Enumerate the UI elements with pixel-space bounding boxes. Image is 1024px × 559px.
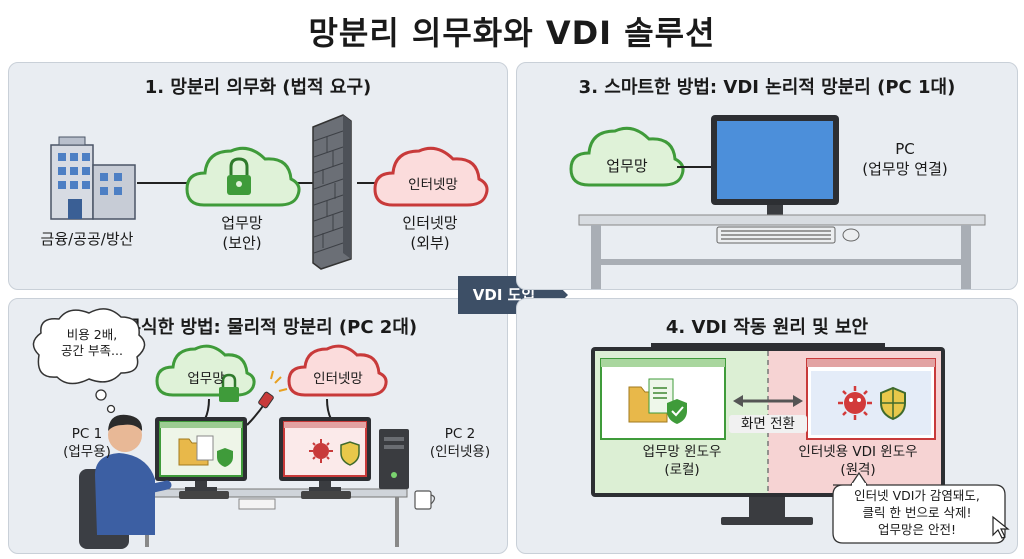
panel-vdi-principle-illustration [591,343,1010,544]
vdi-window-label: 인터넷용 VDI 윈도우 (원격) [798,444,918,478]
switch-arrows-icon [733,395,803,407]
monitor-icon-pc1 [155,417,247,491]
person-icon [79,414,172,549]
monitor-icon-pc2 [279,417,371,491]
thought-text: 비용 2배, 공간 부족... [61,327,123,358]
panel-mandate-title: 1. 망분리 의무화 (법적 요구) [144,77,372,98]
panel-vdi-logical: 3. 스마트한 방법: VDI 논리적 망분리 (PC 1대) [516,62,1018,290]
virus-icon [838,386,872,420]
panel-physical: 2. 무식한 방법: 물리적 망분리 (PC 2대) [8,298,508,554]
business-window-label: 업무망 윈도우 (로컬) [642,444,722,478]
panel-vdi-logical-illustration [569,115,986,289]
business-cloud-text-2: 업무망 [187,371,225,387]
internet-cloud-text: 인터넷망 [408,177,458,193]
page-title: 망분리 의무화와 VDI 솔루션 [308,14,716,52]
vdi-window [806,358,936,440]
thought-bubble [32,308,146,414]
building-label: 금융/공공/방산 [40,230,134,248]
pc-label: PC (업무망 연결) [862,140,948,178]
tower-pc-icon [379,429,409,489]
monitor-icon-main [711,115,839,220]
keyboard-icon-main [716,226,836,244]
lock-icon [227,157,251,195]
pc1-label: PC 1 (업무용) [63,426,111,460]
business-cloud-label: 업무망 (보안) [221,214,263,252]
mug-icon [414,490,436,510]
business-cloud-icon-2 [155,344,256,402]
switch-label: 화면 전환 [729,415,807,433]
panel-vdi-principle: 4. VDI 작동 원리 및 보안 [516,298,1018,554]
lock-icon-2 [219,373,239,402]
panel-mandate: 1. 망분리 의무화 (법적 요구) [8,62,508,290]
panel-vdi-principle-title: 4. VDI 작동 원리 및 보안 [665,317,869,338]
firewall-icon [312,114,352,270]
cursor-icon [992,515,1010,539]
pc2-label: PC 2 (인터넷용) [429,426,491,460]
virus-icon-pc2 [309,439,333,463]
internet-cloud-text-2: 인터넷망 [313,371,363,387]
shield-icon-green [667,399,687,424]
business-window [600,358,726,440]
keyboard-icon-2 [179,491,351,499]
callout-text: 인터넷 VDI가 감염돼도, 클릭 한 번으로 삭제! 업무망은 안전! [854,488,980,537]
callout-bubble [832,471,1006,544]
business-cloud-icon [185,146,301,207]
business-cloud-icon-3 [569,126,685,187]
panel-mandate-illustration [50,114,489,270]
panel-vdi-logical-title: 3. 스마트한 방법: VDI 논리적 망분리 (PC 1대) [578,77,956,98]
internet-cloud-label: 인터넷망 (외부) [402,214,458,252]
unplugged-cable-icon [246,370,288,426]
panel-physical-title: 2. 무식한 방법: 물리적 망분리 (PC 2대) [98,317,418,338]
shield-icon-yellow [880,386,906,421]
internet-cloud-icon [373,146,489,207]
business-cloud-text-3: 업무망 [606,157,648,175]
panel-physical-illustration [32,308,436,549]
mouse-icon [842,228,860,242]
building-icon [50,136,136,220]
internet-cloud-icon-2 [287,344,388,397]
